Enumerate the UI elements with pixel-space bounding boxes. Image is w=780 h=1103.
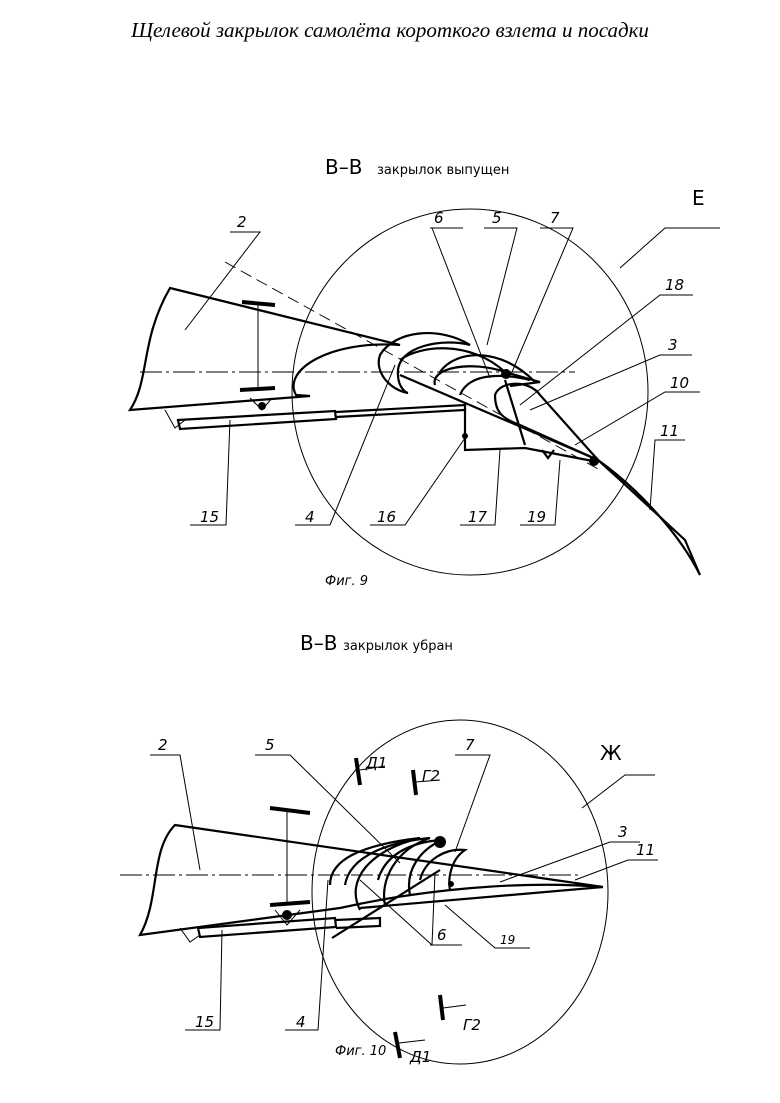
fig9-caption: закрылок выпущен — [377, 163, 509, 178]
part-label: 2 — [237, 213, 247, 231]
fig9-label: Фиг. 9 — [325, 574, 368, 589]
detail-label-e: Е — [692, 186, 705, 210]
part-label: 11 — [660, 422, 679, 440]
part-label: 2 — [158, 736, 168, 754]
part-label: 11 — [636, 841, 655, 859]
detail-circle-zh — [311, 719, 609, 1065]
actuator-rod — [335, 403, 467, 419]
part-label: 19 — [500, 933, 515, 947]
part-label: 15 — [195, 1013, 214, 1031]
part-label: 6 — [437, 926, 447, 944]
fig10-section: В–В — [300, 631, 337, 655]
spar-top-flange — [241, 300, 276, 307]
detail-circle-e — [291, 208, 649, 576]
section-mark-g2: Г2 — [463, 1016, 481, 1034]
document-title: Щелевой закрылок самолёта короткого взле… — [131, 18, 649, 42]
part-label: 6 — [434, 209, 444, 227]
wing-section-2 — [127, 286, 401, 412]
part-leaders — [184, 227, 700, 526]
section-mark-d1: Д1 — [365, 754, 387, 772]
part-label: 7 — [465, 736, 475, 754]
fig10-caption: закрылок убран — [343, 639, 453, 654]
part-label: 16 — [377, 508, 396, 526]
part-label: 17 — [468, 508, 488, 526]
figure-9: В–В закрылок выпущен Е — [127, 155, 720, 589]
flap-tab-11 — [597, 459, 702, 576]
part-label: 19 — [527, 508, 546, 526]
link-18 — [503, 379, 527, 446]
hinge-19 — [541, 449, 555, 460]
part-label: 7 — [550, 209, 560, 227]
flap-element-6a — [399, 347, 506, 386]
section-marks — [354, 757, 467, 1059]
linkage-16-17 — [463, 408, 599, 464]
detail-label-zh: Ж — [600, 741, 622, 765]
flap-element-4 — [328, 836, 421, 911]
wing-section-2 — [137, 823, 604, 937]
part-label: 3 — [668, 336, 678, 354]
flap-axis-line — [224, 261, 601, 471]
fig9-section: В–В — [325, 155, 362, 179]
part-label: 4 — [305, 508, 315, 526]
section-mark-d1: Д1 — [409, 1048, 431, 1066]
flap-element-6b — [439, 354, 536, 383]
actuator-15 — [176, 409, 338, 431]
flap-element-6b — [418, 848, 469, 891]
vane-7 — [434, 836, 446, 848]
part-label: 10 — [670, 374, 689, 392]
part-leaders — [150, 754, 658, 1031]
flap-element-6a — [343, 836, 431, 906]
part-label: 5 — [265, 736, 275, 754]
fig10-label: Фиг. 10 — [335, 1044, 386, 1059]
leader-e — [619, 227, 720, 269]
section-mark-g2: Г2 — [422, 767, 440, 785]
spar-bottom-flange — [239, 386, 276, 392]
figure-10: В–В закрылок убран Ж Д1 Г2 Г2 Д1 — [120, 631, 658, 1066]
part-label: 4 — [296, 1013, 306, 1031]
part-label: 5 — [492, 209, 502, 227]
flap-element-4 — [377, 332, 471, 395]
part-label: 3 — [618, 823, 628, 841]
part-label: 18 — [665, 276, 684, 294]
part-label: 15 — [200, 508, 219, 526]
flap-element-5 — [458, 374, 531, 396]
actuator-15 — [196, 916, 338, 939]
